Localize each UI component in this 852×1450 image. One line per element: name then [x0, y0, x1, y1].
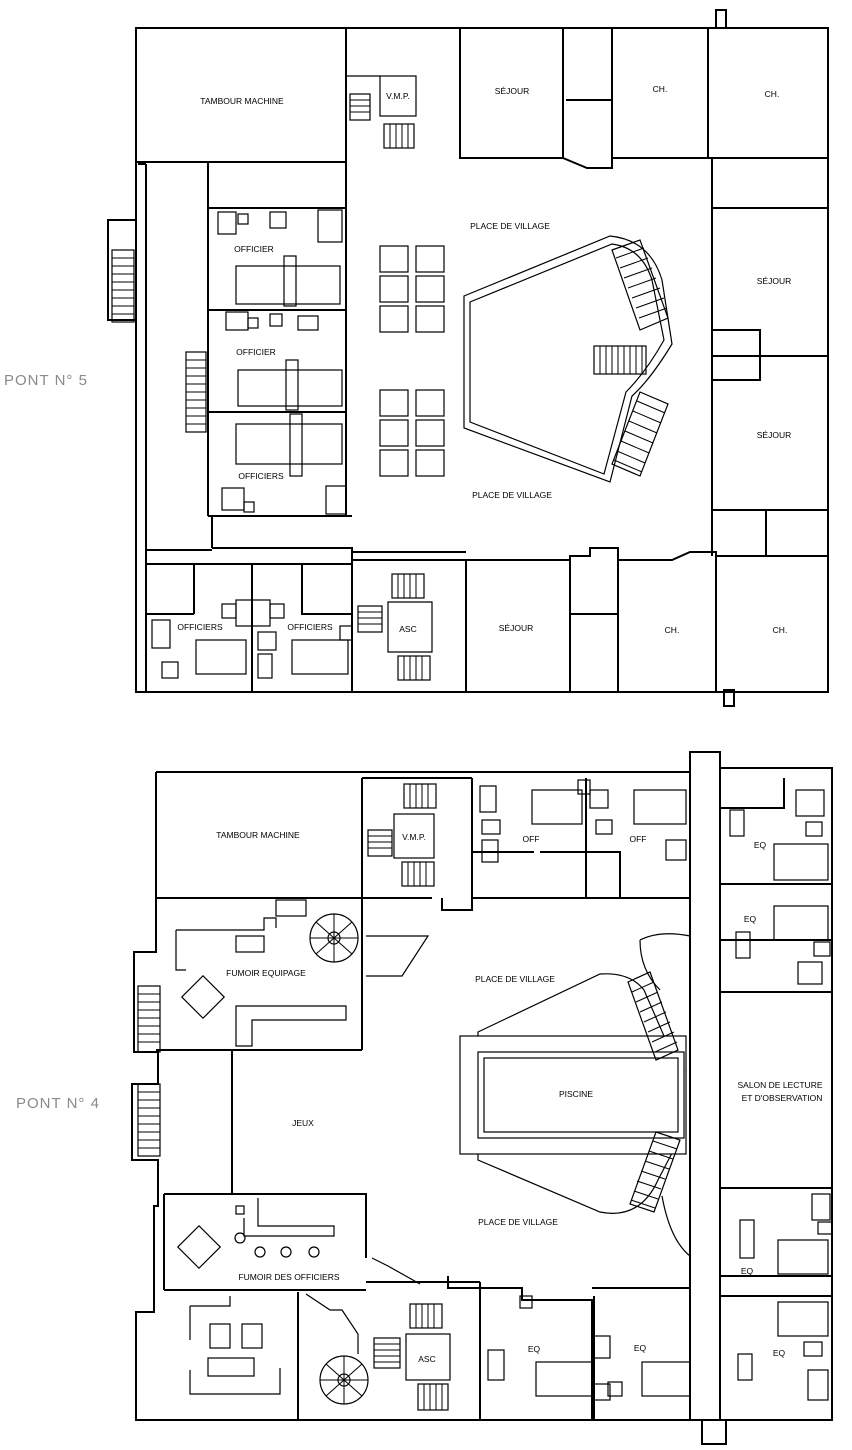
room-label-fumoir-des-officiers: FUMOIR DES OFFICIERS	[238, 1272, 339, 1282]
stair-vmp-left-pont-5	[349, 93, 371, 121]
room-label-ch-top-1: CH.	[653, 84, 668, 94]
lower-left-furniture-pont-4	[189, 1293, 369, 1405]
room-label-jeux: JEUX	[292, 1118, 314, 1128]
stair-vmp-bottom-pont-5	[383, 123, 415, 149]
stair-corridor-left-pont-5	[185, 351, 207, 433]
room-label-eq-top-2: EQ	[744, 914, 757, 924]
outer-wall-pont-4	[131, 751, 833, 1445]
cabin-furniture-lower-pont-5	[151, 599, 353, 679]
stair-asc-bottom-pont-5	[397, 655, 431, 681]
stair-atrium-middle-pont-5	[593, 345, 647, 375]
room-label-ch-bottom-2: CH.	[773, 625, 788, 635]
vmp-room-pont-4	[393, 813, 435, 859]
room-label-eq-bottom-2: EQ	[634, 1343, 647, 1353]
room-label-asc-4: ASC	[418, 1354, 435, 1364]
room-label-place-de-village-bottom: PLACE DE VILLAGE	[472, 490, 552, 500]
stair-atrium-upper-pont-4	[627, 971, 679, 1061]
room-label-tambour-machine-4: TAMBOUR MACHINE	[216, 830, 300, 840]
room-label-sejour-bottom: SÉJOUR	[499, 623, 533, 633]
room-label-place-de-village-top-4: PLACE DE VILLAGE	[475, 974, 555, 984]
room-label-vmp-4: V.M.P.	[402, 832, 426, 842]
room-label-eq-bottom-3: EQ	[741, 1266, 754, 1276]
stair-asc-left-pont-4	[373, 1337, 401, 1369]
plaza-tables-pont-5	[379, 245, 445, 477]
atrium-pont-5	[463, 235, 673, 483]
room-label-salon-line-2: ET D'OBSERVATION	[742, 1093, 823, 1103]
room-label-eq-bottom-4: EQ	[773, 1348, 786, 1358]
room-label-off-2: OFF	[630, 834, 647, 844]
room-label-officier-2: OFFICIER	[236, 347, 276, 357]
fumoir-equipage-furniture-pont-4	[175, 899, 359, 1047]
room-label-place-de-village-bottom-4: PLACE DE VILLAGE	[478, 1217, 558, 1227]
room-label-officiers-3: OFFICIERS	[287, 622, 333, 632]
stair-asc-top-pont-4	[409, 1303, 443, 1329]
stair-vmp-top-pont-4	[403, 783, 437, 809]
elevator-pont-5	[387, 601, 433, 653]
room-label-sejour-right-1: SÉJOUR	[757, 276, 791, 286]
stair-atrium-lower-pont-4	[629, 1131, 681, 1213]
cabin-furniture-pont-5	[217, 209, 347, 515]
room-label-piscine: PISCINE	[559, 1089, 593, 1099]
cabin-furniture-eq-bottom-pont-4	[487, 1193, 833, 1401]
room-label-sejour-right-2: SÉJOUR	[757, 430, 791, 440]
ramp-lower-pont-4	[371, 1257, 421, 1285]
stair-asc-left-pont-5	[357, 605, 383, 633]
stair-outer-left-pont-5	[111, 249, 135, 323]
room-label-eq-bottom-1: EQ	[528, 1344, 541, 1354]
room-label-officier-1: OFFICIER	[234, 244, 274, 254]
room-label-asc: ASC	[399, 624, 416, 634]
stair-atrium-lower-pont-5	[611, 391, 669, 477]
outer-wall-pont-5	[107, 9, 829, 707]
room-label-sejour-top: SÉJOUR	[495, 86, 529, 96]
room-label-ch-bottom-1: CH.	[665, 625, 680, 635]
room-label-off-1: OFF	[523, 834, 540, 844]
fumoir-officiers-furniture-pont-4	[176, 1198, 335, 1270]
room-label-place-de-village-top: PLACE DE VILLAGE	[470, 221, 550, 231]
ramp-upper-pont-4	[366, 935, 430, 977]
stair-atrium-upper-pont-5	[611, 239, 669, 331]
cabin-furniture-off-pont-4	[479, 779, 831, 985]
elevator-pont-4	[405, 1333, 451, 1381]
vmp-room-pont-5	[346, 75, 417, 117]
swimming-pool-pont-4	[459, 1035, 687, 1155]
deck-label-pont-5: PONT N° 5	[4, 372, 88, 389]
stair-asc-bottom-pont-4	[417, 1383, 449, 1411]
deck-label-pont-4: PONT N° 4	[16, 1095, 100, 1112]
room-label-vmp: V.M.P.	[386, 91, 410, 101]
interior-walls-pont-5	[136, 28, 828, 692]
room-label-salon-line-1: SALON DE LECTURE	[737, 1080, 822, 1090]
room-label-ch-top-2: CH.	[765, 89, 780, 99]
stair-vmp-left-pont-4	[367, 829, 393, 857]
deck-plan-pont-5: TAMBOUR MACHINE V.M.P. SÉJOUR CH. CH. PL…	[107, 9, 829, 707]
stair-outer-upper-pont-4	[137, 985, 161, 1053]
room-label-officiers-2: OFFICIERS	[177, 622, 223, 632]
room-label-eq-top-1: EQ	[754, 840, 767, 850]
stair-asc-top-pont-5	[391, 573, 425, 599]
deck-plan-pont-4: TAMBOUR MACHINE V.M.P. OFF OFF EQ EQ FUM…	[131, 751, 833, 1445]
stair-vmp-bottom-pont-4	[401, 861, 435, 887]
stair-outer-lower-pont-4	[137, 1083, 161, 1157]
room-label-tambour-machine: TAMBOUR MACHINE	[200, 96, 284, 106]
interior-walls-pont-4	[156, 777, 832, 1420]
room-label-officiers-1: OFFICIERS	[238, 471, 284, 481]
room-label-fumoir-equipage: FUMOIR EQUIPAGE	[226, 968, 306, 978]
